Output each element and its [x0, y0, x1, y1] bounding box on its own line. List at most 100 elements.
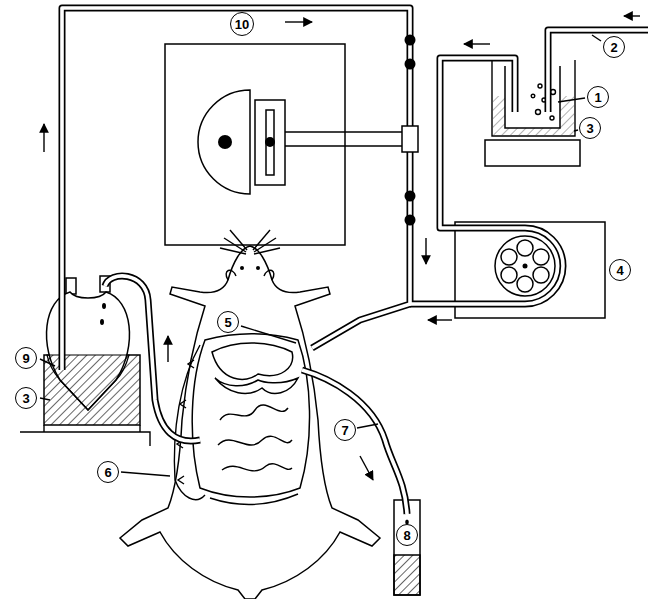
roller-pump [517, 240, 533, 256]
oxygenator [550, 116, 554, 120]
pulsatile-pump [198, 90, 250, 194]
callout-text: 1 [594, 91, 601, 104]
roller-pump [517, 276, 533, 292]
pulsatile-pump [266, 110, 274, 175]
tubing [105, 276, 200, 441]
callout-number: 8 [396, 524, 418, 546]
flow-arrow [464, 43, 490, 44]
leader-line [121, 472, 170, 476]
pulsatile-pump [265, 137, 275, 147]
reservoir-bath [44, 355, 140, 425]
callout-text: 7 [341, 424, 348, 437]
rat-figure [256, 266, 260, 270]
pulsatile-pump [165, 44, 402, 245]
rat-figure [253, 230, 270, 250]
rat-figure [264, 270, 274, 280]
leader-line [40, 35, 601, 476]
callout-text: 8 [403, 529, 410, 542]
callout-number: 4 [609, 259, 631, 281]
rat-figure [218, 405, 292, 471]
callout-number: 10 [230, 12, 254, 36]
flow-arrow [425, 238, 426, 264]
tubing [62, 8, 648, 514]
roller-pump [501, 249, 517, 265]
flow-arrow [285, 21, 312, 22]
tubing [410, 58, 563, 304]
roller-pump [495, 236, 555, 296]
flow-arrow [428, 319, 452, 320]
rat-figure [215, 378, 298, 393]
oxygenator [531, 94, 535, 98]
callout-number: 7 [334, 419, 356, 441]
flow-arrow [360, 456, 373, 480]
roller-pump [501, 267, 517, 283]
rat-figure [230, 230, 247, 250]
callout-number: 3 [579, 117, 601, 139]
roller-pump [533, 267, 549, 283]
rat-figure [226, 270, 236, 280]
rat-figure [254, 248, 280, 254]
tubing [62, 8, 410, 370]
oxygenator [536, 110, 541, 115]
valve-balls [402, 35, 418, 226]
reservoir-bath [139, 425, 140, 432]
roller-pump [523, 264, 528, 269]
flow-arrow [624, 15, 640, 16]
collecting-tube [394, 555, 420, 595]
rat-figure [220, 248, 246, 254]
flow-arrow [43, 124, 44, 152]
flow-arrow [44, 16, 640, 480]
valve-balls [405, 59, 416, 70]
valve-balls [405, 191, 416, 202]
tubing [302, 370, 407, 514]
callout-text: 4 [616, 264, 623, 277]
callout-text: 5 [224, 316, 231, 329]
callout-number: 9 [15, 347, 37, 369]
pulsatile-pump [285, 145, 402, 146]
rat-figure [174, 345, 205, 500]
callout-text: 6 [104, 466, 111, 479]
flow-arrow [167, 336, 168, 362]
tubing [548, 30, 648, 112]
callout-text: 3 [22, 392, 29, 405]
leader-line [357, 424, 378, 428]
pulsatile-pump [218, 135, 232, 149]
reservoir-bath [20, 432, 150, 446]
oxygenator [538, 84, 542, 88]
heart-reservoir [102, 303, 106, 309]
rat-figure [210, 494, 298, 504]
pulsatile-pump [165, 44, 345, 245]
leader-line [40, 359, 55, 366]
rat-figure [212, 343, 293, 379]
leader-line [592, 35, 601, 41]
leader-line [558, 98, 585, 102]
callout-number: 2 [603, 36, 625, 58]
reservoir-bath [43, 425, 44, 432]
oxygenator [485, 60, 580, 166]
tubing [62, 8, 410, 370]
collecting-tube [394, 500, 420, 595]
callout-text: 2 [610, 41, 617, 54]
tubing [410, 58, 563, 304]
tubing [302, 370, 407, 514]
oxygenator [485, 140, 580, 166]
collecting-tube [394, 500, 420, 595]
leader-line [574, 130, 578, 131]
pulsatile-pump [285, 131, 402, 132]
callout-text: 10 [235, 18, 249, 31]
pulsatile-pump [255, 100, 285, 185]
oxygenator [492, 60, 575, 136]
callout-number: 5 [217, 311, 239, 333]
callout-text: 9 [22, 352, 29, 365]
valve-balls [405, 35, 416, 46]
leader-line [40, 398, 50, 400]
valve-balls [405, 215, 416, 226]
heart-reservoir [100, 319, 104, 325]
callout-number: 6 [97, 461, 119, 483]
tubing [548, 30, 648, 112]
heart-reservoir [66, 278, 76, 294]
